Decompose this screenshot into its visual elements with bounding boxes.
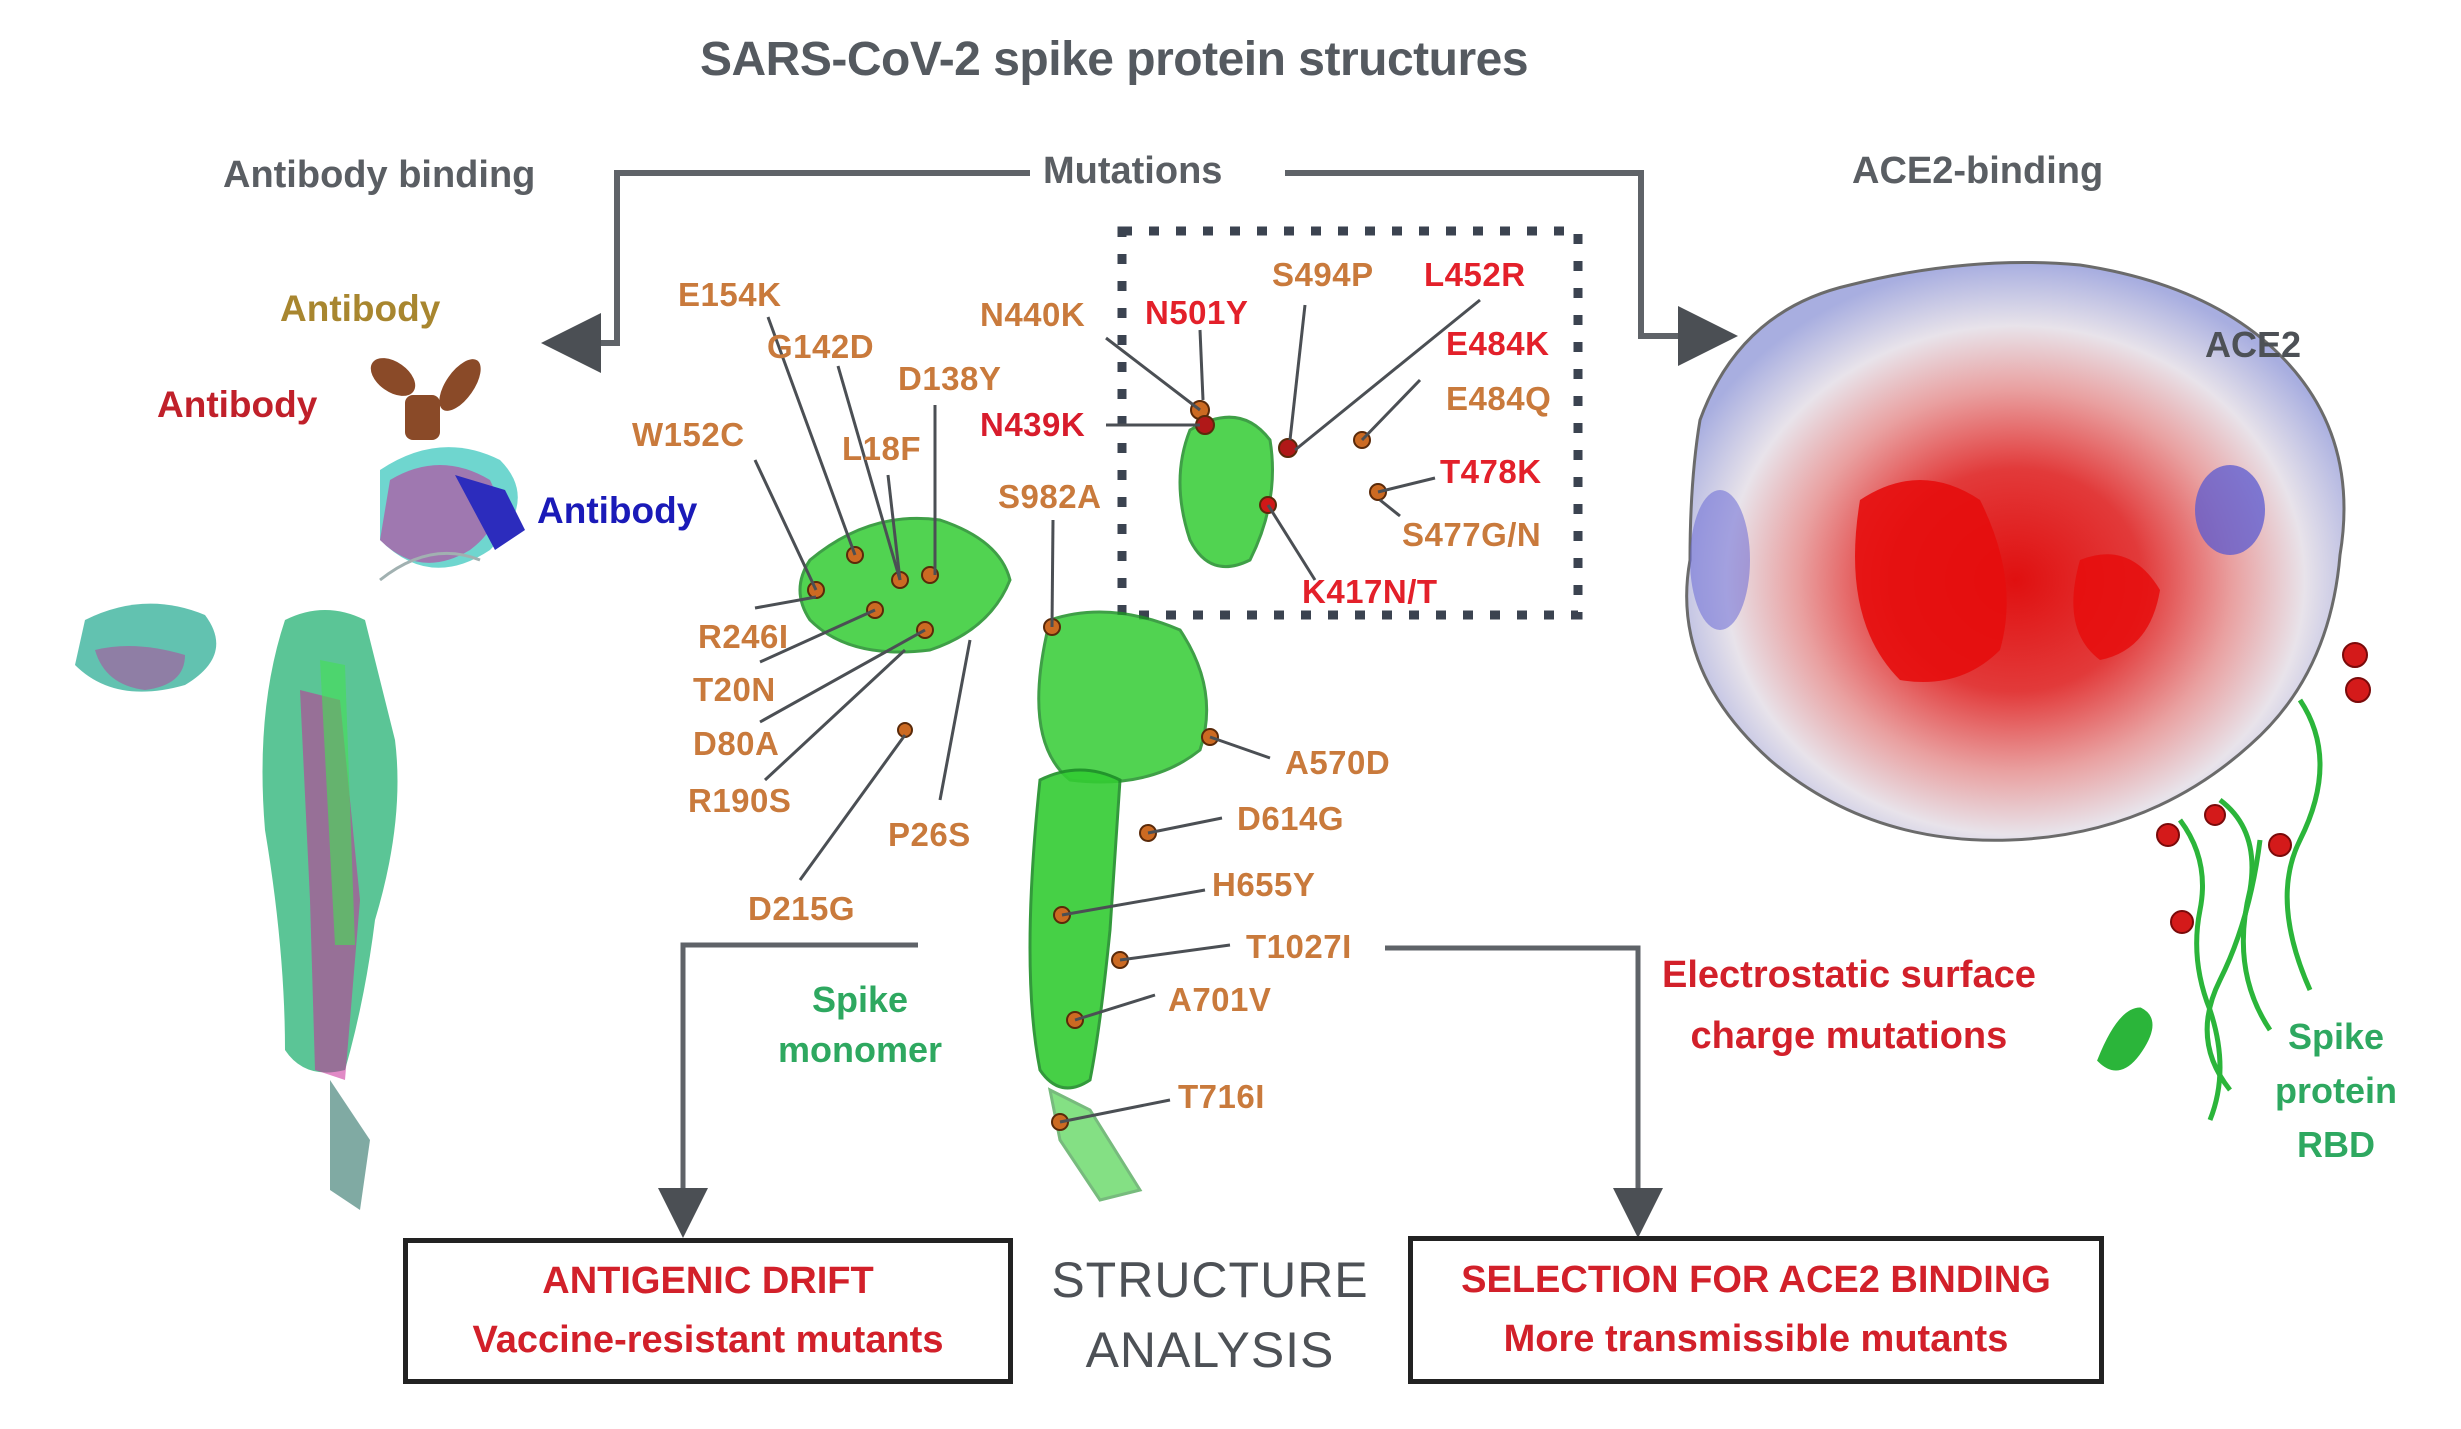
antibody-label-blue: Antibody [537, 490, 698, 531]
rbd-mutation-label: T478K [1440, 453, 1542, 490]
mutation-label: R190S [688, 782, 792, 819]
figure-title: SARS-CoV-2 spike protein structures [700, 33, 1529, 86]
rbd-ribbon [2097, 698, 2323, 1121]
section-antibody-binding: Antibody binding [223, 154, 536, 196]
connector-to-selection [1385, 945, 1663, 1238]
mutation-label: T20N [693, 671, 776, 708]
rbd-mutation-dots [2156, 642, 2371, 934]
rbd-mutation-label: E484K [1446, 325, 1550, 362]
ace2-surface [1685, 261, 2346, 842]
connector-mutations-to-ace2 [1285, 170, 1738, 366]
antibody-y-glyph [370, 358, 481, 440]
mutation-leader-lines [753, 298, 1481, 1124]
antibody-label-gold: Antibody [280, 288, 441, 329]
rbd-mutation-label: S494P [1272, 256, 1374, 293]
mutation-label: H655Y [1212, 866, 1316, 903]
left-spike-structure [75, 447, 525, 1210]
rbd-mutation-label: S477G/N [1402, 516, 1542, 553]
mutation-label: P26S [888, 816, 971, 853]
mutation-label: D138Y [898, 360, 1002, 397]
electrostatic-line2: charge mutations [1690, 1014, 2008, 1057]
mutation-label: T1027I [1246, 928, 1352, 965]
mutation-label: A570D [1285, 744, 1391, 781]
section-mutations: Mutations [1043, 150, 1223, 192]
spike-monomer-label: Spike monomer [778, 975, 942, 1076]
mutation-label: R246I [698, 618, 789, 655]
rbd-mutation-label: L452R [1424, 256, 1526, 293]
rbd-dotted-box [1117, 226, 1583, 620]
structure-line2: ANALYSIS [1085, 1322, 1335, 1378]
electrostatic-label: Electrostatic surface charge mutations [1662, 945, 2036, 1067]
selection-title: SELECTION FOR ACE2 BINDING [1461, 1259, 2051, 1302]
rbd-mutation-label: N501Y [1145, 294, 1249, 331]
mutation-label: T716I [1178, 1078, 1265, 1115]
section-ace2-binding: ACE2-binding [1852, 150, 2104, 192]
structure-line1: STRUCTURE [1051, 1252, 1369, 1308]
antibody-label-red: Antibody [157, 384, 318, 425]
rbd-line2: protein [2275, 1070, 2397, 1111]
structure-analysis-label: STRUCTURE ANALYSIS [1040, 1245, 1380, 1385]
mutation-label: A701V [1168, 981, 1272, 1018]
mutation-label: N439K [980, 406, 1086, 443]
spike-monomer-line2: monomer [778, 1029, 943, 1071]
spike-monomer-line1: Spike [811, 979, 909, 1020]
mutation-label: W152C [632, 416, 745, 453]
mutation-label: G142D [767, 328, 875, 365]
ace2-label: ACE2 [2205, 324, 2302, 365]
rbd-mutation-label: E484Q [1446, 380, 1552, 417]
selection-subtitle: More transmissible mutants [1503, 1318, 2009, 1360]
rbd-line3: RBD [2297, 1124, 2375, 1165]
antigenic-drift-subtitle: Vaccine-resistant mutants [472, 1319, 944, 1361]
rbd-mutation-label: K417N/T [1302, 573, 1438, 610]
mutation-label: E154K [678, 276, 782, 313]
connector-mutations-to-antibody [541, 170, 1030, 373]
mutation-label: D614G [1237, 800, 1345, 837]
spike-rbd-label: Spike protein RBD [2275, 1010, 2397, 1172]
antigenic-drift-title: ANTIGENIC DRIFT [542, 1260, 874, 1303]
selection-ace2-box: SELECTION FOR ACE2 BINDING More transmis… [1408, 1236, 2104, 1384]
mutation-label: N440K [980, 296, 1086, 333]
mutation-label: S982A [998, 478, 1102, 515]
mutation-label: L18F [842, 430, 922, 467]
connector-to-antigenic-drift [658, 942, 918, 1238]
mutation-label: D215G [748, 890, 856, 927]
electrostatic-line1: Electrostatic surface [1662, 954, 2036, 996]
antigenic-drift-box: ANTIGENIC DRIFT Vaccine-resistant mutant… [403, 1238, 1013, 1384]
rbd-line1: Spike [2287, 1016, 2385, 1057]
mutation-label: D80A [693, 725, 780, 762]
